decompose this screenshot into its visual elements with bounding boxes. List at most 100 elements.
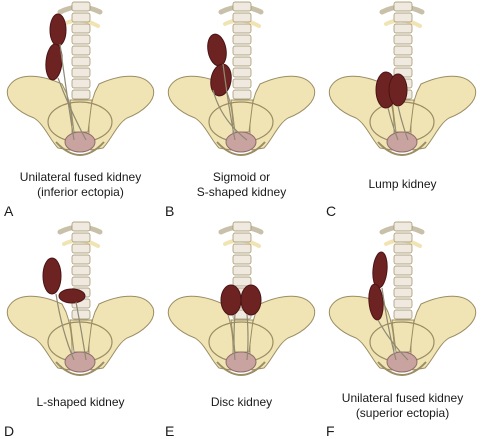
panel-d: L-shaped kidney D [0, 220, 161, 439]
right-iliac-bone-icon [410, 75, 477, 151]
vertebra-icon [71, 309, 91, 320]
vertebra-icon [71, 78, 91, 89]
vertebra-icon [71, 45, 91, 56]
disc-kidney-left-icon [220, 284, 242, 316]
disc-kidney-right-icon [240, 284, 262, 316]
pubic-arch-icon [216, 361, 266, 376]
vertebra-icon [71, 276, 91, 287]
bladder-icon [386, 131, 418, 153]
vertebra-icon [232, 232, 252, 243]
illustration-disc [167, 221, 316, 376]
vertebra-icon [71, 243, 91, 254]
ureter-icon [57, 77, 87, 141]
vertebra-icon [232, 67, 252, 78]
ureter-icon [377, 319, 409, 361]
sacrum-icon [391, 99, 415, 133]
pubic-arch-icon [216, 141, 266, 156]
left-iliac-bone-icon [167, 295, 234, 371]
ureter-icon [55, 293, 75, 361]
panel-letter-e: E [165, 423, 175, 439]
vertebra-icon [232, 221, 252, 232]
ureter-icon [246, 313, 249, 361]
vertebra-icon [232, 78, 252, 89]
bladder-icon [225, 351, 257, 373]
upper-kidney-icon [372, 251, 388, 289]
panel-letter-f: F [326, 423, 335, 439]
caption-b-line1: Sigmoid or [212, 170, 271, 184]
vertebra-icon [71, 265, 91, 276]
ureter-icon [212, 89, 248, 141]
sacrum-icon [391, 319, 415, 353]
vertebra-icon [393, 298, 413, 309]
bladder-icon [225, 131, 257, 153]
vertebra-icon [71, 34, 91, 45]
panel-letter-b: B [165, 203, 175, 219]
vertebra-icon [71, 232, 91, 243]
vertebra-icon [393, 309, 413, 320]
ureter-icon [381, 287, 397, 361]
illustration-l-shaped [6, 221, 155, 376]
ureter-icon [387, 107, 399, 141]
vertebra-icon [232, 56, 252, 67]
illustration-unilateral-superior [328, 221, 477, 376]
illustration-lump [328, 1, 477, 156]
ureter-icon [233, 313, 236, 361]
caption-f-line2: (superior ectopia) [355, 406, 450, 420]
caption-a-line1: Unilateral fused kidney [19, 170, 142, 184]
vertebra-icon [393, 23, 413, 34]
left-iliac-bone-icon [6, 295, 73, 371]
vertebra-icon [232, 254, 252, 265]
panel-e: Disc kidney E [161, 220, 322, 439]
pubic-arch-icon [377, 141, 427, 156]
horizontal-kidney-icon [58, 288, 86, 304]
vertebra-icon [393, 56, 413, 67]
caption-d-line1: L-shaped kidney [36, 395, 125, 409]
vertebra-icon [232, 276, 252, 287]
sacrum-icon [69, 99, 93, 133]
vertebra-icon [393, 45, 413, 56]
caption-a-line2: (inferior ectopia) [37, 185, 124, 199]
illustration-unilateral-inferior [6, 1, 155, 156]
ureter-icon [222, 63, 236, 141]
sacrum-icon [230, 99, 254, 133]
vertebra-icon [232, 45, 252, 56]
illustration-sigmoid [167, 1, 316, 156]
vertebra-icon [232, 12, 252, 23]
vertebra-icon [393, 232, 413, 243]
vertebra-icon [232, 243, 252, 254]
vertebra-icon [71, 67, 91, 78]
ureter-icon [397, 105, 409, 141]
vertebra-icon [71, 56, 91, 67]
vertebra-icon [232, 265, 252, 276]
caption-b-line2: S-shaped kidney [196, 185, 287, 199]
lump-kidney-right-lobe-icon [388, 73, 408, 107]
vertebra-icon [71, 23, 91, 34]
vertebra-icon [393, 34, 413, 45]
panel-a: Unilateral fused kidney (inferior ectopi… [0, 0, 161, 219]
ureter-icon [75, 301, 87, 361]
panel-c: Lump kidney C [322, 0, 483, 219]
vertebra-icon [393, 12, 413, 23]
vertebra-icon [393, 265, 413, 276]
lower-kidney-icon [368, 283, 384, 321]
vertebra-icon [232, 34, 252, 45]
vertebra-icon [71, 12, 91, 23]
vertebra-icon [71, 254, 91, 265]
vertebra-icon [393, 1, 413, 12]
vertebra-icon [71, 221, 91, 232]
vertebra-icon [393, 254, 413, 265]
vertebra-icon [71, 1, 91, 12]
right-iliac-bone-icon [410, 295, 477, 371]
vertebra-icon [393, 287, 413, 298]
vertebra-icon [393, 243, 413, 254]
panel-letter-d: D [4, 423, 15, 439]
right-iliac-bone-icon [88, 75, 155, 151]
panel-b: Sigmoid or S-shaped kidney B [161, 0, 322, 219]
caption-e-line1: Disc kidney [210, 395, 273, 409]
right-iliac-bone-icon [249, 75, 316, 151]
right-iliac-bone-icon [249, 295, 316, 371]
caption-f-line1: Unilateral fused kidney [341, 391, 464, 405]
ureter-icon [59, 43, 75, 141]
upper-kidney-icon [207, 33, 227, 67]
bladder-icon [64, 131, 96, 153]
